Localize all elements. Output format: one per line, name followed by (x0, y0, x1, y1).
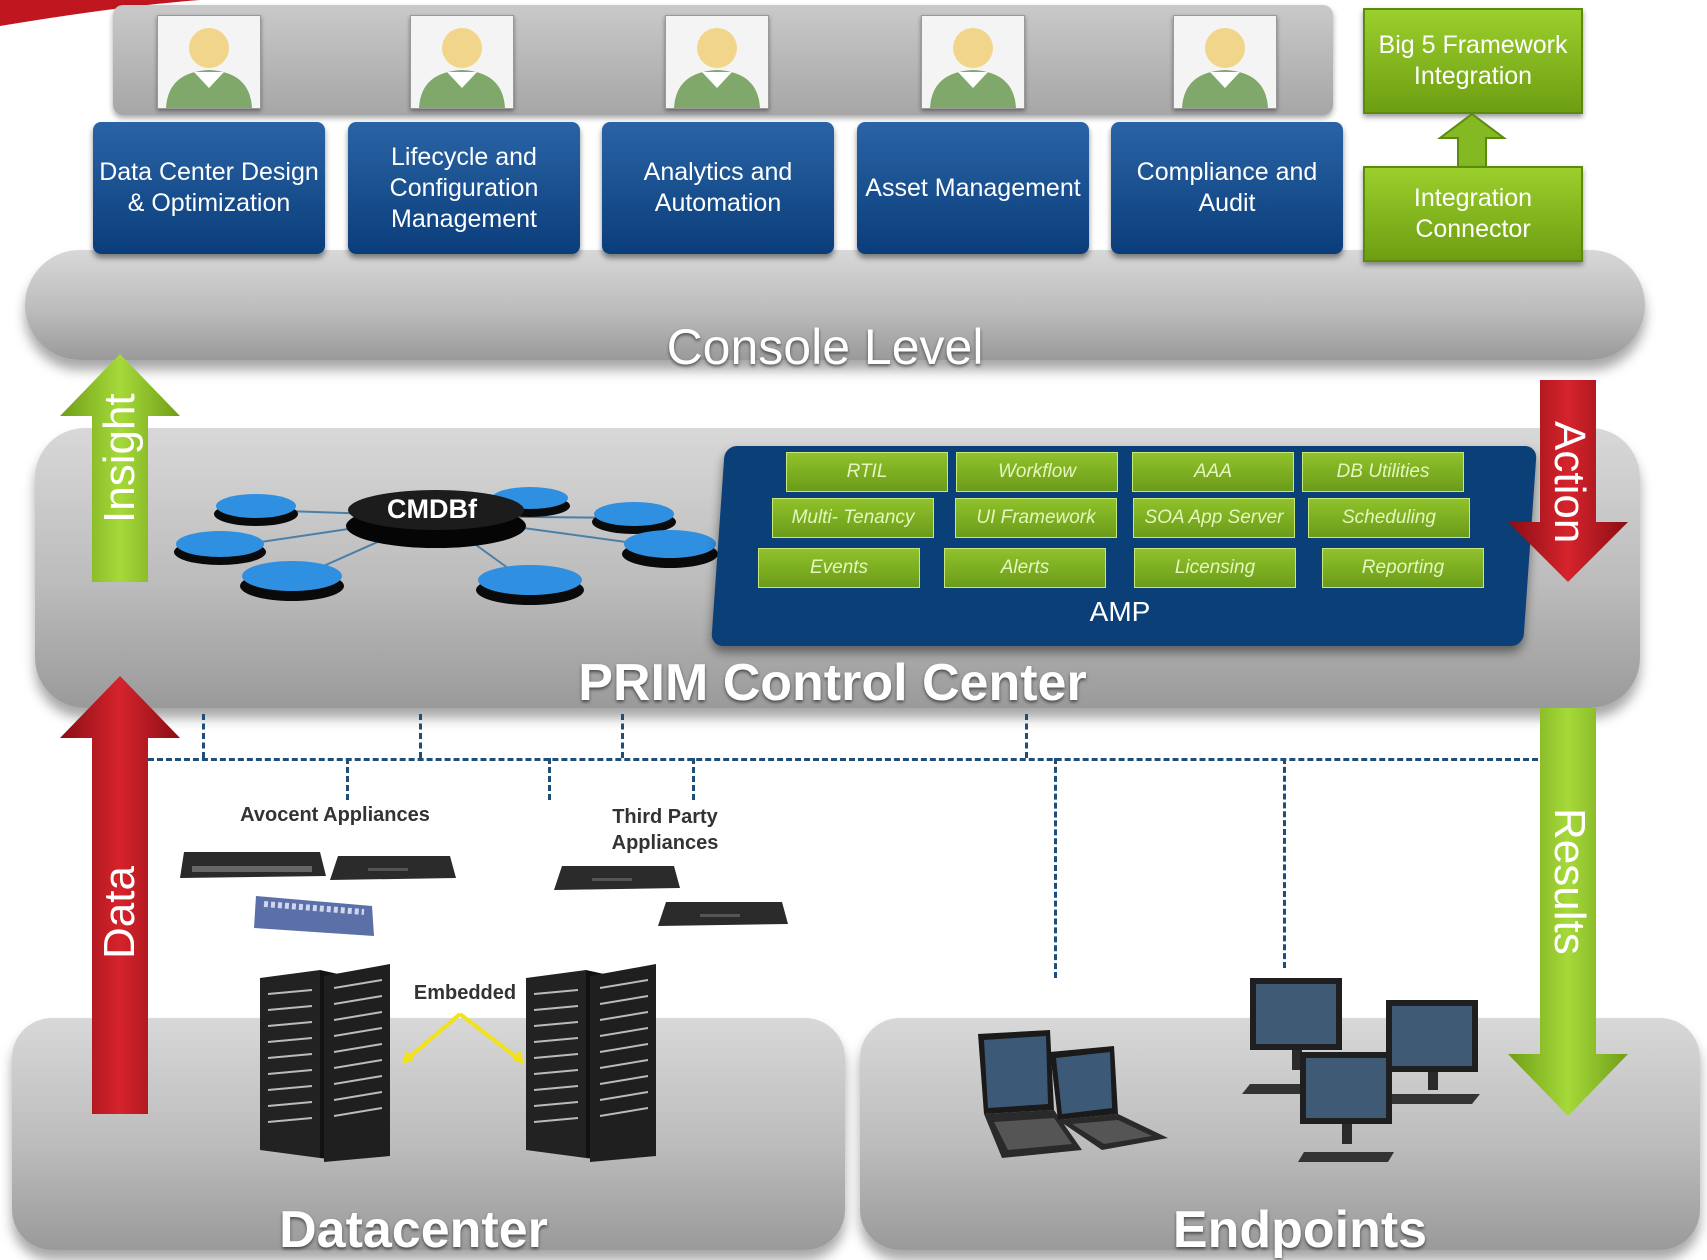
user-icon (921, 15, 1025, 109)
module-data-center-design: Data Center Design & Optimization (93, 122, 325, 254)
network-drop (1025, 714, 1028, 758)
appliance-icon (658, 902, 788, 926)
cmdb-label: CMDBf (387, 494, 477, 524)
amp-cell-alerts: Alerts (944, 548, 1106, 588)
amp-label: AMP (1089, 596, 1151, 627)
user-icon (1173, 15, 1277, 109)
user-icon (665, 15, 769, 109)
appliance-icon (554, 866, 680, 890)
integration-connector-box: Integration Connector (1363, 166, 1583, 262)
console-level-label: Console Level (666, 319, 984, 375)
network-drop (621, 714, 624, 758)
users-bar (113, 5, 1333, 115)
embedded-arrows-icon (402, 1012, 524, 1064)
data-label: Data (95, 866, 144, 959)
amp-cell-soa-app-server: SOA App Server (1133, 498, 1295, 538)
control-center-label: PRIM Control Center (578, 654, 1087, 712)
module-analytics-automation: Analytics and Automation (602, 122, 834, 254)
amp-cell-aaa: AAA (1132, 452, 1294, 492)
server-rack-icon (526, 964, 656, 1162)
network-drop (419, 714, 422, 758)
laptop-icon (978, 1030, 1082, 1158)
action-arrow (1508, 380, 1628, 582)
insight-label: Insight (95, 393, 144, 523)
insight-arrow (60, 354, 180, 582)
network-drop (202, 714, 205, 758)
embedded-label: Embedded (413, 982, 517, 1004)
desktop-computer-icon (1242, 978, 1344, 1094)
amp-cell-rtil: RTIL (786, 452, 948, 492)
up-arrow-icon (1437, 112, 1507, 170)
corner-swoosh (0, 0, 200, 26)
module-lifecycle-config: Lifecycle and Configuration Management (348, 122, 580, 254)
network-drop (692, 758, 695, 800)
appliance-icon (180, 852, 326, 878)
amp-cell-ui-framework: UI Framework (955, 498, 1117, 538)
results-label: Results (1545, 808, 1594, 955)
results-arrow (1508, 708, 1628, 1116)
endpoints-label: Endpoints (1172, 1201, 1428, 1259)
datacenter-label: Datacenter (279, 1201, 548, 1259)
network-drop (548, 758, 551, 800)
module-compliance-audit: Compliance and Audit (1111, 122, 1343, 254)
amp-cell-db-utilities: DB Utilities (1302, 452, 1464, 492)
avocent-appliances-label: Avocent Appliances (240, 804, 430, 826)
server-rack-icon (260, 964, 390, 1162)
desktop-computer-icon (1298, 1052, 1394, 1162)
big5-framework-box: Big 5 Framework Integration (1363, 8, 1583, 114)
user-icon (157, 15, 261, 109)
amp-cell-events: Events (758, 548, 920, 588)
datacenter-shelf: Datacenter (12, 1018, 845, 1259)
user-icon (410, 15, 514, 109)
data-arrow (60, 676, 180, 1114)
cmdb-diagram (174, 487, 718, 605)
desktop-computer-icon (1378, 1000, 1480, 1104)
network-bus-line (148, 758, 1538, 761)
amp-cell-scheduling: Scheduling (1308, 498, 1470, 538)
action-label: Action (1545, 421, 1594, 544)
appliance-icon (254, 896, 374, 936)
appliance-icon (330, 856, 456, 880)
amp-cell-licensing: Licensing (1134, 548, 1296, 588)
network-drop (346, 758, 349, 800)
module-asset-management: Asset Management (857, 122, 1089, 254)
console-shelf: Console Level (25, 250, 1645, 375)
network-drop (1283, 758, 1286, 968)
amp-cell-workflow: Workflow (956, 452, 1118, 492)
amp-cell-multi-tenancy: Multi- Tenancy (772, 498, 934, 538)
amp-cell-reporting: Reporting (1322, 548, 1484, 588)
laptop-icon (1050, 1046, 1168, 1150)
third-party-appliances-label: Third Party Appliances (611, 806, 719, 854)
network-drop (1054, 758, 1057, 978)
